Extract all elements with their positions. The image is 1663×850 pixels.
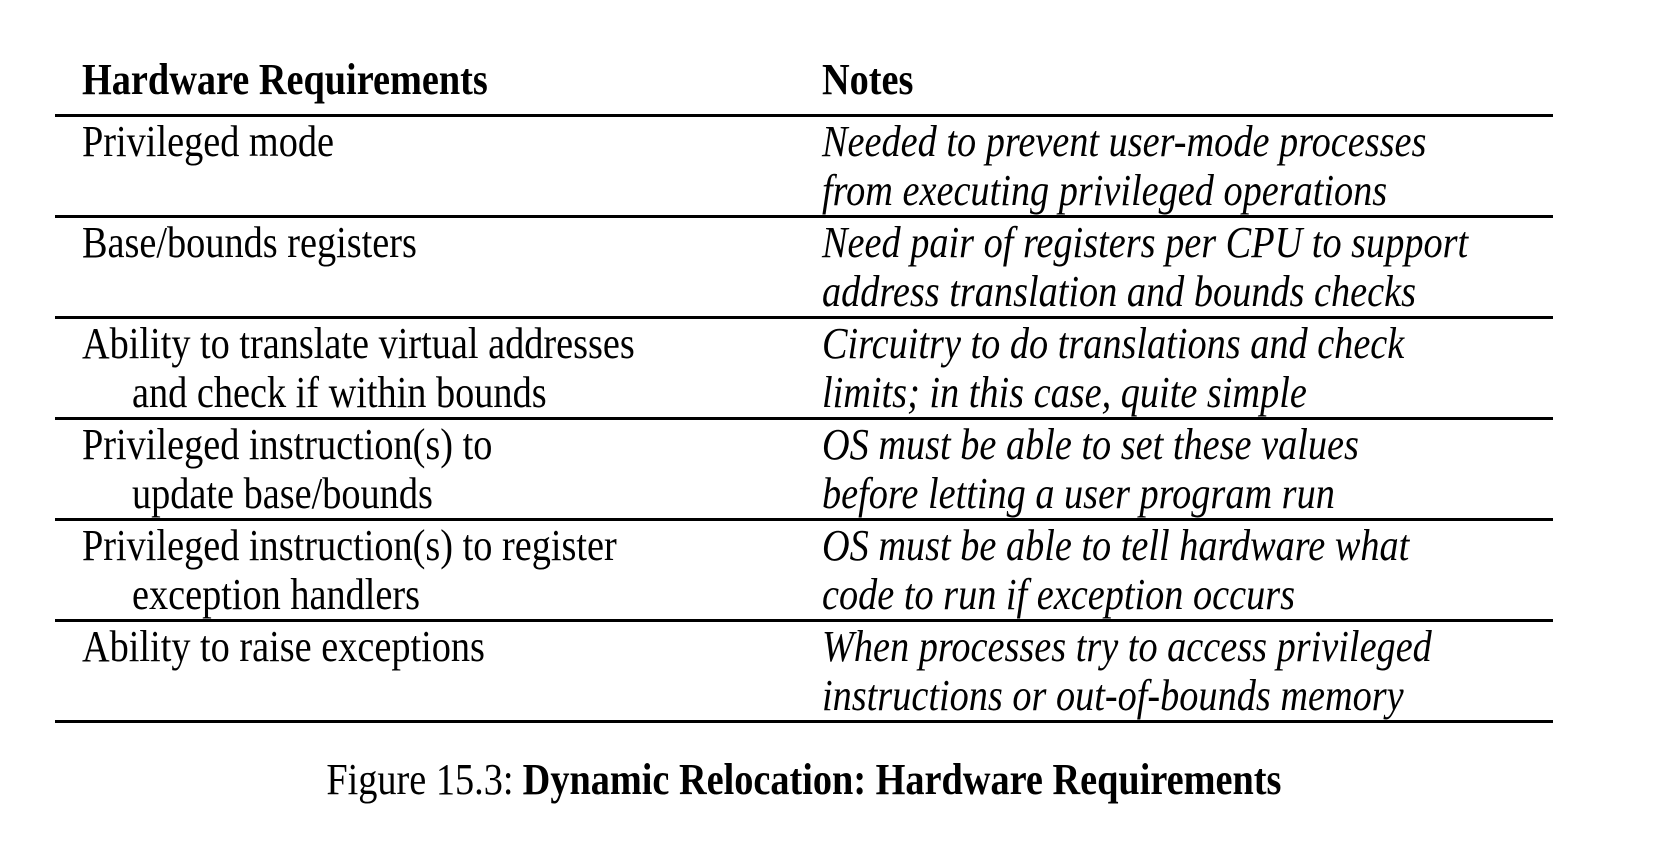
- requirement-line: Privileged instruction(s) to: [82, 420, 493, 469]
- figure-caption: Figure 15.3:Dynamic Relocation: Hardware…: [55, 754, 1553, 806]
- table-header: Hardware Requirements Notes: [55, 55, 1553, 116]
- notes-line: Circuitry to do translations and check: [822, 319, 1405, 368]
- caption-figure-number: Figure 15.3:: [326, 755, 514, 804]
- requirement-cell: Base/bounds registers: [55, 217, 822, 318]
- notes-cell: Need pair of registers per CPU to suppor…: [822, 217, 1553, 318]
- notes-line: instructions or out-of-bounds memory: [822, 671, 1404, 720]
- table-row: Privileged mode Needed to prevent user-mo…: [55, 116, 1553, 217]
- notes-line: When processes try to access privileged: [822, 622, 1432, 671]
- figure-15-3: Hardware Requirements Notes Privileged m…: [55, 55, 1553, 806]
- column-header-label: Hardware Requirements: [82, 55, 488, 104]
- caption-text: Figure 15.3:Dynamic Relocation: Hardware…: [326, 754, 1281, 806]
- table-row: Base/bounds registers Need pair of regist…: [55, 217, 1553, 318]
- notes-line: address translation and bounds checks: [822, 267, 1417, 316]
- requirement-line: update base/bounds: [132, 469, 433, 518]
- notes-line: OS must be able to tell hardware what: [822, 521, 1410, 570]
- column-header-hardware-requirements: Hardware Requirements: [55, 55, 822, 116]
- table-row: Ability to raise exceptions When processe…: [55, 621, 1553, 722]
- notes-line: limits; in this case, quite simple: [822, 368, 1307, 417]
- requirement-line: and check if within bounds: [132, 368, 547, 417]
- notes-line: Need pair of registers per CPU to suppor…: [822, 218, 1469, 267]
- requirement-line: Privileged instruction(s) to register: [82, 521, 617, 570]
- notes-line: OS must be able to set these values: [822, 420, 1359, 469]
- requirement-line: exception handlers: [132, 570, 421, 619]
- column-header-notes: Notes: [822, 55, 1553, 116]
- notes-line: code to run if exception occurs: [822, 570, 1296, 619]
- requirement-cell: Ability to raise exceptions: [55, 621, 822, 722]
- requirement-line: Ability to translate virtual addresses: [82, 319, 635, 368]
- requirement-line: Base/bounds registers: [82, 218, 417, 267]
- requirement-line: Privileged mode: [82, 117, 334, 166]
- column-header-label: Notes: [822, 55, 914, 104]
- requirement-cell: Privileged mode: [55, 116, 822, 217]
- caption-title: Dynamic Relocation: Hardware Requirement…: [522, 755, 1282, 804]
- notes-line: from executing privileged operations: [822, 166, 1388, 215]
- hardware-requirements-table: Hardware Requirements Notes Privileged m…: [55, 55, 1553, 723]
- requirement-line: Ability to raise exceptions: [82, 622, 485, 671]
- notes-line: before letting a user program run: [822, 469, 1335, 518]
- table-body: Privileged mode Needed to prevent user-mo…: [55, 116, 1553, 722]
- header-row: Hardware Requirements Notes: [55, 55, 1553, 116]
- notes-line: Needed to prevent user-mode processes: [822, 117, 1427, 166]
